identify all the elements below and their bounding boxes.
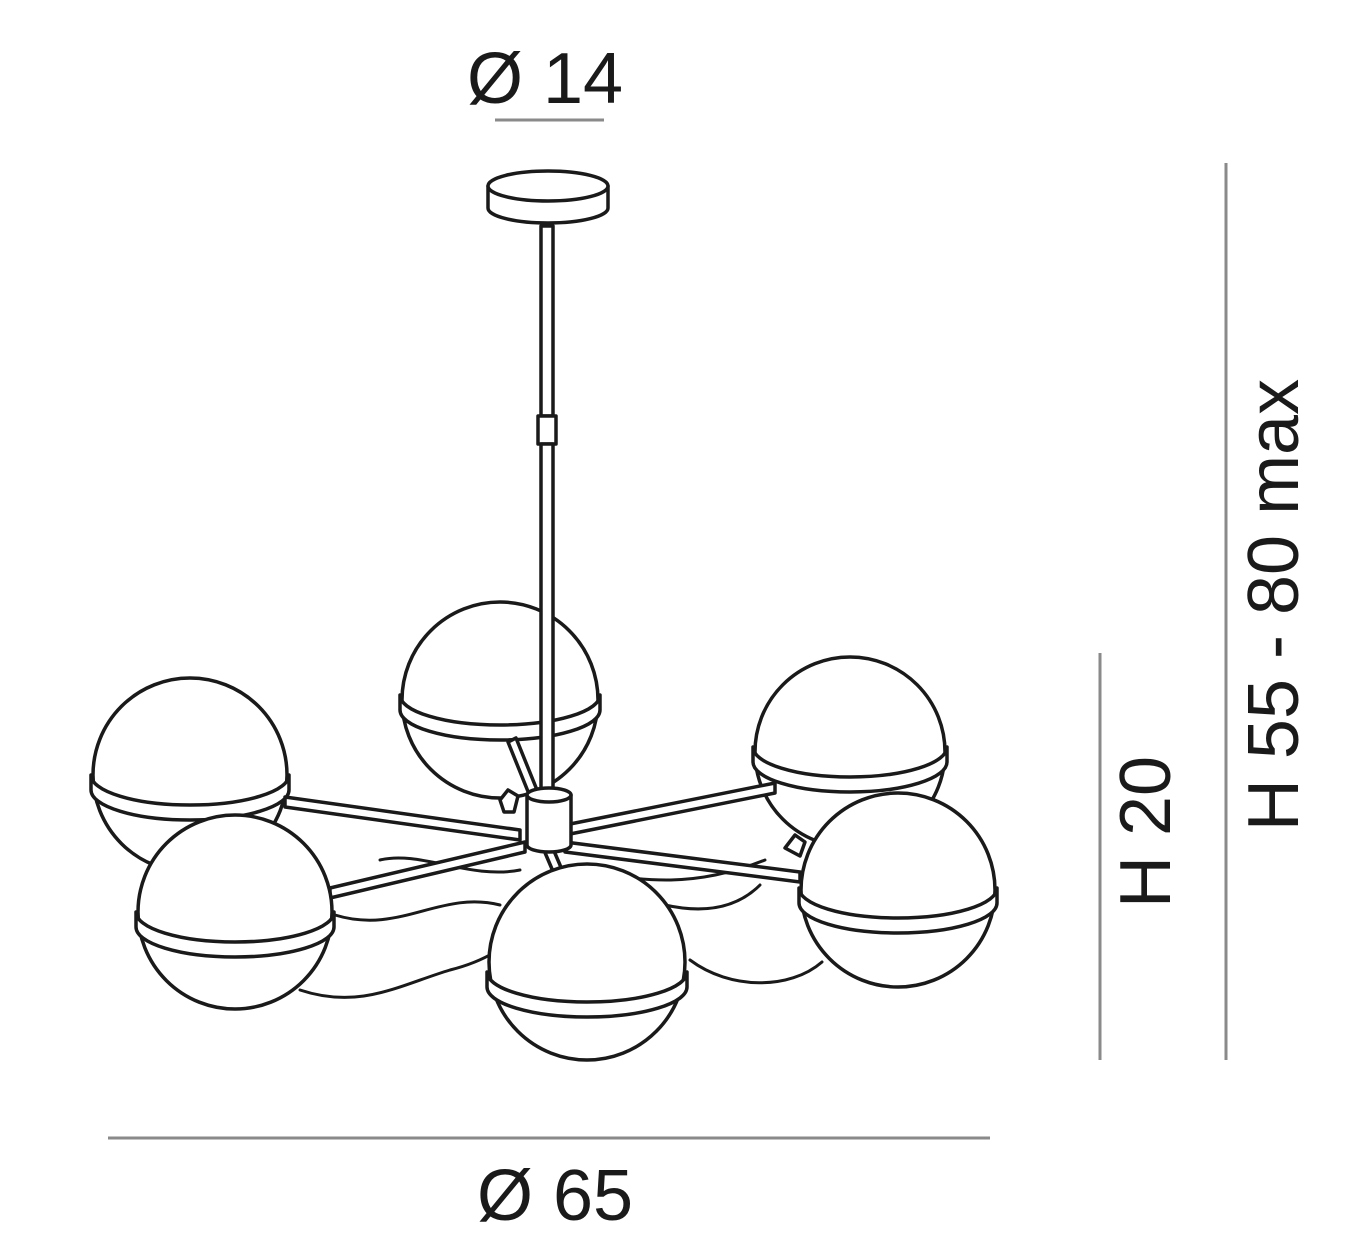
globe-back-center [398, 600, 602, 800]
central-hub [498, 786, 807, 858]
overall-diameter-dimension: Ø 65 [108, 1136, 990, 1236]
overall-height-label: H 55 - 80 max [1234, 379, 1314, 831]
body-height-dimension: H 20 [1098, 653, 1186, 1060]
globe-front-center [485, 862, 689, 1062]
down-rod [536, 224, 558, 801]
globe-front-right [797, 791, 999, 989]
chandelier [89, 169, 999, 1062]
globe-front-left [134, 813, 336, 1011]
cable-loops-front [298, 883, 824, 999]
overall-diameter-label: Ø 65 [477, 1156, 633, 1236]
body-height-label: H 20 [1106, 756, 1186, 908]
canopy-diameter-label: Ø 14 [467, 39, 623, 119]
canopy-diameter-dimension: Ø 14 [467, 39, 623, 122]
overall-height-dimension: H 55 - 80 max [1224, 163, 1314, 1060]
ceiling-canopy [486, 169, 610, 225]
